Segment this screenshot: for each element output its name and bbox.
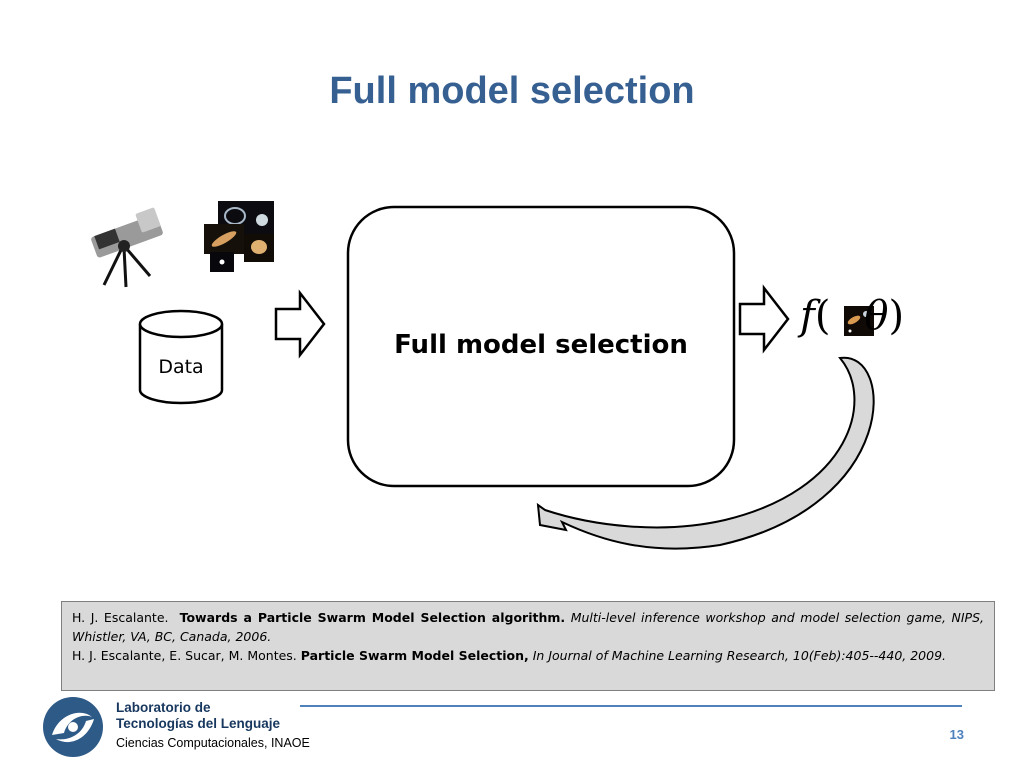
data-label: Data <box>158 356 204 378</box>
reference-authors: H. J. Escalante. <box>72 610 169 625</box>
lab-line1: Laboratorio de <box>116 700 211 715</box>
telescope-icon <box>91 207 163 288</box>
lab-institution: Ciencias Computacionales, INAOE <box>116 736 310 750</box>
slide-title: Full model selection <box>329 70 695 112</box>
lab-name: Laboratorio de Tecnologías del Lenguaje <box>116 700 280 732</box>
reference-venue: Multi-level inference workshop and model… <box>72 610 984 644</box>
inaoe-logo <box>43 697 103 757</box>
reference-item: H. J. Escalante, E. Sucar, M. Montes. Pa… <box>72 646 984 665</box>
model-selection-box <box>346 205 736 488</box>
data-cylinder <box>138 309 224 405</box>
references-box: H. J. Escalante. Towards a Particle Swar… <box>61 601 995 691</box>
function-f: f <box>800 293 815 339</box>
galaxy-images-icon <box>204 201 274 272</box>
footer-divider <box>300 705 962 707</box>
model-selection-label: Full model selection <box>394 330 688 360</box>
galaxy-thumbnail-icon <box>844 306 874 336</box>
function-expression: f( θ) <box>800 293 904 339</box>
page-number: 13 <box>949 727 964 742</box>
reference-venue: In Journal of Machine Learning Research,… <box>532 648 947 663</box>
function-theta: θ <box>864 293 889 339</box>
reference-title: Towards a Particle Swarm Model Selection… <box>179 610 566 625</box>
feedback-arrow <box>536 356 875 550</box>
reference-authors: H. J. Escalante, E. Sucar, M. Montes. <box>72 648 297 663</box>
function-close-paren: ) <box>888 293 905 339</box>
diagram <box>91 201 875 550</box>
reference-title: Particle Swarm Model Selection, <box>300 648 529 663</box>
function-open-paren: ( <box>814 293 831 339</box>
reference-item: H. J. Escalante. Towards a Particle Swar… <box>72 608 984 646</box>
lab-line2: Tecnologías del Lenguaje <box>116 716 281 731</box>
input-arrow <box>274 289 326 359</box>
output-arrow <box>738 284 790 354</box>
